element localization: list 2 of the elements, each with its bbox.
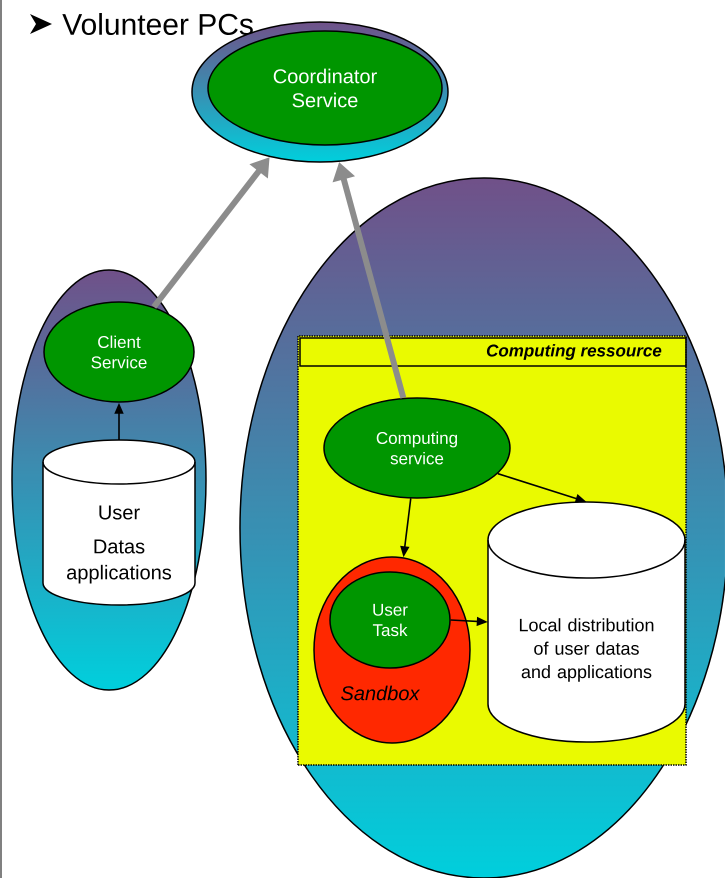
database-cylinder: Local distribution of user datas and applications bbox=[487, 501, 686, 743]
database-cylinder: User Datas applications bbox=[42, 439, 196, 606]
